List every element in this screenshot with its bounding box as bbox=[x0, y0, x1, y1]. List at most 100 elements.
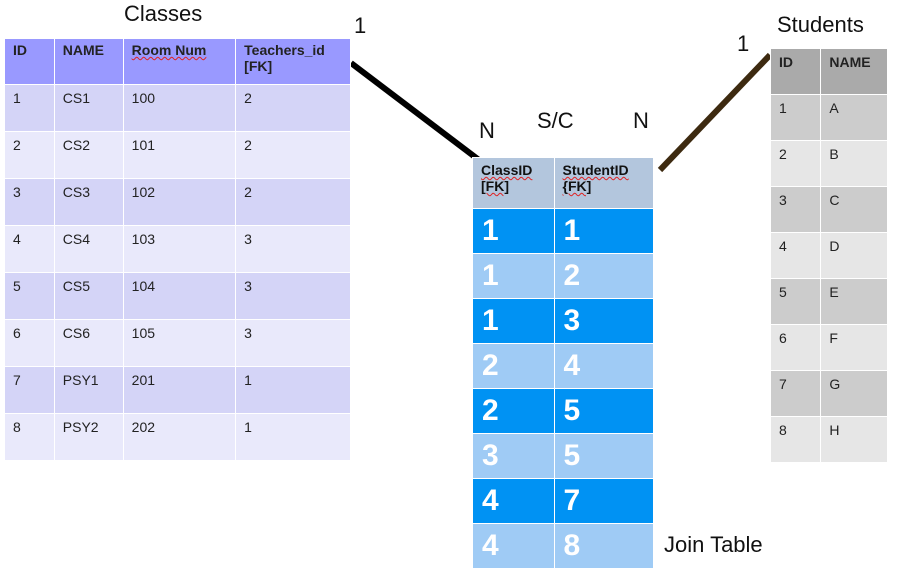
table-cell: 3 bbox=[553, 298, 655, 344]
table-cell: CS3 bbox=[53, 178, 124, 226]
table-cell: 2 bbox=[235, 84, 351, 132]
students-to-join-connector bbox=[657, 52, 773, 173]
table-cell: 7 bbox=[4, 366, 55, 414]
table-cell: 105 bbox=[122, 319, 237, 367]
table-cell: CS5 bbox=[53, 272, 124, 320]
table-cell: 102 bbox=[122, 178, 237, 226]
table-row: 1 2 bbox=[472, 253, 655, 299]
table-cell: 5 bbox=[553, 433, 655, 479]
table-row: 5 E bbox=[769, 278, 888, 325]
table-row: 8 PSY2 202 1 bbox=[4, 413, 351, 461]
join-header-class-id: ClassID [FK] bbox=[472, 157, 555, 209]
students-header-id: ID bbox=[769, 48, 822, 95]
table-row: 2 B bbox=[769, 140, 888, 187]
table-cell: A bbox=[820, 94, 888, 141]
table-row: 7 G bbox=[769, 370, 888, 417]
table-row: 4 D bbox=[769, 232, 888, 279]
table-cell: 3 bbox=[472, 433, 555, 479]
table-cell: H bbox=[820, 416, 888, 463]
classes-table: ID NAME Room Num Teachers_id [FK] 1 CS1 … bbox=[4, 38, 351, 461]
table-cell: CS4 bbox=[53, 225, 124, 273]
table-row: 1 A bbox=[769, 94, 888, 141]
students-header-name: NAME bbox=[820, 48, 888, 95]
classes-header-room-num: Room Num bbox=[122, 38, 237, 85]
table-cell: 3 bbox=[769, 186, 822, 233]
table-cell: 2 bbox=[4, 131, 55, 179]
table-cell: 101 bbox=[122, 131, 237, 179]
table-cell: 2 bbox=[472, 343, 555, 389]
table-cell: 201 bbox=[122, 366, 237, 414]
students-cardinality-label: 1 bbox=[737, 31, 750, 56]
table-cell: 3 bbox=[4, 178, 55, 226]
table-row: 6 F bbox=[769, 324, 888, 371]
table-cell: 6 bbox=[769, 324, 822, 371]
table-cell: 3 bbox=[235, 272, 351, 320]
table-cell: 8 bbox=[769, 416, 822, 463]
table-cell: G bbox=[820, 370, 888, 417]
table-cell: 4 bbox=[472, 478, 555, 524]
table-row: 7 PSY1 201 1 bbox=[4, 366, 351, 414]
table-cell: 7 bbox=[553, 478, 655, 524]
table-cell: 6 bbox=[4, 319, 55, 367]
table-cell: 1 bbox=[769, 94, 822, 141]
classes-title: Classes bbox=[124, 1, 203, 26]
classes-header-name: NAME bbox=[53, 38, 124, 85]
join-table: ClassID [FK] StudentID {FK] 1 1 1 2 1 3 … bbox=[472, 157, 655, 569]
table-row: 1 CS1 100 2 bbox=[4, 84, 351, 132]
table-cell: E bbox=[820, 278, 888, 325]
table-cell: F bbox=[820, 324, 888, 371]
table-row: 2 4 bbox=[472, 343, 655, 389]
table-cell: 2 bbox=[472, 388, 555, 434]
table-cell: 7 bbox=[769, 370, 822, 417]
classes-header-teachers-id: Teachers_id [FK] bbox=[235, 38, 351, 85]
students-header-row: ID NAME bbox=[769, 48, 888, 95]
table-cell: 1 bbox=[553, 208, 655, 254]
table-cell: 8 bbox=[553, 523, 655, 569]
table-cell: 104 bbox=[122, 272, 237, 320]
join-left-cardinality-label: N bbox=[479, 118, 495, 143]
table-row: 5 CS5 104 3 bbox=[4, 272, 351, 320]
table-row: 2 5 bbox=[472, 388, 655, 434]
classes-cardinality-label: 1 bbox=[354, 13, 367, 38]
table-row: 3 5 bbox=[472, 433, 655, 479]
table-cell: 5 bbox=[769, 278, 822, 325]
table-cell: 4 bbox=[553, 343, 655, 389]
table-cell: 2 bbox=[235, 178, 351, 226]
table-cell: C bbox=[820, 186, 888, 233]
table-cell: 3 bbox=[235, 225, 351, 273]
classes-to-join-connector bbox=[349, 60, 481, 163]
table-cell: 103 bbox=[122, 225, 237, 273]
join-table-title: S/C bbox=[537, 108, 574, 133]
join-table-caption: Join Table bbox=[664, 532, 763, 557]
table-cell: 1 bbox=[472, 208, 555, 254]
table-cell: 5 bbox=[4, 272, 55, 320]
table-row: 2 CS2 101 2 bbox=[4, 131, 351, 179]
table-cell: 4 bbox=[4, 225, 55, 273]
table-cell: CS1 bbox=[53, 84, 124, 132]
table-cell: 2 bbox=[553, 253, 655, 299]
table-row: 3 C bbox=[769, 186, 888, 233]
table-row: 4 8 bbox=[472, 523, 655, 569]
students-table: ID NAME 1 A 2 B 3 C 4 D 5 E 6 F 7 G 8 H bbox=[769, 48, 888, 463]
table-row: 4 CS4 103 3 bbox=[4, 225, 351, 273]
table-cell: PSY1 bbox=[53, 366, 124, 414]
table-cell: 1 bbox=[472, 298, 555, 344]
table-row: 8 H bbox=[769, 416, 888, 463]
table-cell: 100 bbox=[122, 84, 237, 132]
classes-header-row: ID NAME Room Num Teachers_id [FK] bbox=[4, 38, 351, 85]
table-cell: 1 bbox=[472, 253, 555, 299]
table-row: 1 3 bbox=[472, 298, 655, 344]
table-cell: 5 bbox=[553, 388, 655, 434]
table-cell: PSY2 bbox=[53, 413, 124, 461]
table-row: 3 CS3 102 2 bbox=[4, 178, 351, 226]
table-row: 1 1 bbox=[472, 208, 655, 254]
table-cell: CS2 bbox=[53, 131, 124, 179]
join-header-student-id: StudentID {FK] bbox=[553, 157, 655, 209]
join-header-row: ClassID [FK] StudentID {FK] bbox=[472, 157, 655, 209]
table-cell: 1 bbox=[235, 413, 351, 461]
table-cell: CS6 bbox=[53, 319, 124, 367]
table-cell: D bbox=[820, 232, 888, 279]
table-row: 4 7 bbox=[472, 478, 655, 524]
table-cell: 1 bbox=[4, 84, 55, 132]
